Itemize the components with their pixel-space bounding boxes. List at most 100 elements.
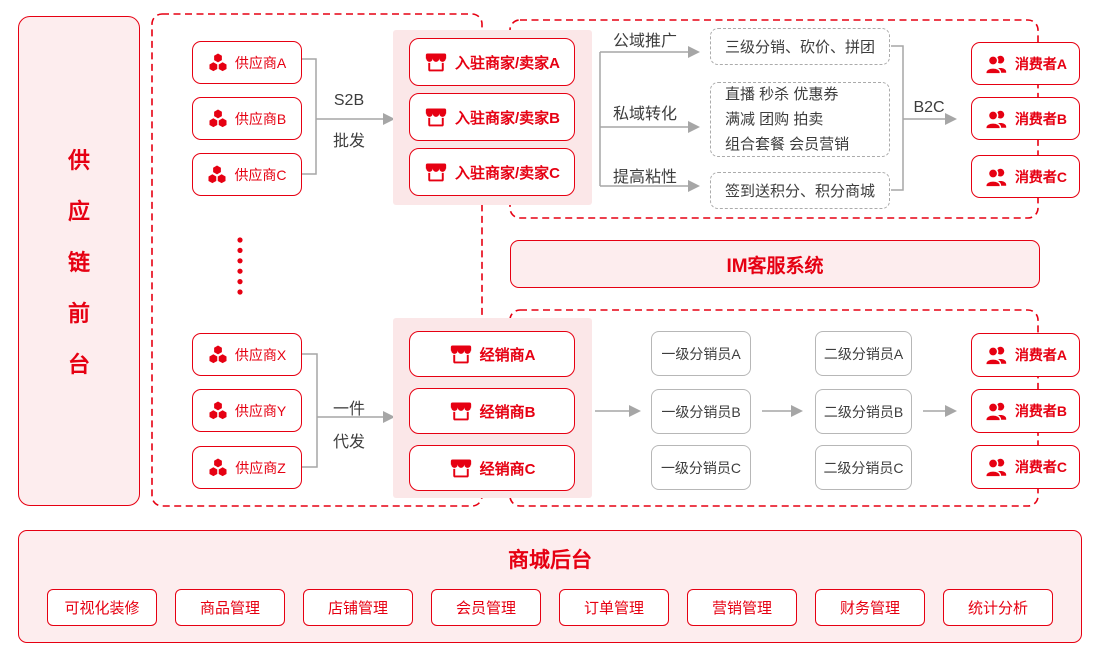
merchant-b-label: 入驻商家/卖家B <box>454 109 560 127</box>
marketing-tools-line3: 组合套餐 会员营销 <box>725 136 850 153</box>
consumer-c-node-bottom: 消费者C <box>971 445 1080 489</box>
supplier-y-node: 供应商Y <box>192 389 302 432</box>
vertical-char: 前 <box>67 301 90 326</box>
points-mall-label: 签到送积分、积分商城 <box>724 183 875 200</box>
level1-distributor-c-label: 一级分销员C <box>660 459 742 476</box>
users-icon <box>984 53 1008 75</box>
supplier-c-node: 供应商C <box>192 153 302 196</box>
private-domain-convert-label: 私域转化 <box>613 106 678 123</box>
mall-backend-title: 商城后台 <box>508 549 592 572</box>
dealer-b-node: 经销商B <box>409 388 575 434</box>
points-mall-box: 签到送积分、积分商城 <box>710 172 890 209</box>
level1-distributor-a-label: 一级分销员A <box>661 345 741 362</box>
users-icon <box>984 108 1008 130</box>
merchant-c-node: 入驻商家/卖家C <box>409 148 575 196</box>
level1-distributor-b-label: 一级分销员B <box>661 403 741 420</box>
users-icon <box>984 166 1008 188</box>
module-visual-decoration: 可视化装修 <box>47 589 157 626</box>
mall-backend-panel: 商城后台 可视化装修 商品管理 店铺管理 会员管理 订单管理 营销管理 财务管理… <box>18 530 1082 643</box>
storefront-icon <box>449 343 473 365</box>
im-customer-service-label: IM客服系统 <box>726 255 824 277</box>
supplier-boxes-icon <box>208 53 228 72</box>
supplier-z-label: 供应商Z <box>235 459 286 476</box>
marketing-tools-line2: 满减 团购 拍卖 <box>725 111 824 128</box>
level2-distributor-b-label: 二级分销员B <box>823 403 904 420</box>
supplier-y-label: 供应商Y <box>234 402 287 419</box>
consumer-b-label: 消费者B <box>1014 403 1068 419</box>
vertical-char: 供 <box>67 148 90 173</box>
supplier-x-node: 供应商X <box>192 333 302 376</box>
level2-distributor-c-node: 二级分销员C <box>815 445 912 490</box>
module-finance-management: 财务管理 <box>815 589 925 626</box>
consumer-a-node-top: 消费者A <box>971 42 1080 85</box>
dealer-c-label: 经销商C <box>479 460 536 478</box>
level2-distributor-c-label: 二级分销员C <box>823 459 904 476</box>
supplier-boxes-icon <box>207 165 227 184</box>
users-icon <box>984 400 1008 422</box>
supply-chain-frontend-panel: 供 应 链 前 台 <box>18 16 140 506</box>
supplier-boxes-icon <box>208 458 228 477</box>
dropship-label: 代发 <box>332 434 365 451</box>
level2-distributor-a-node: 二级分销员A <box>815 331 912 376</box>
module-product-management: 商品管理 <box>175 589 285 626</box>
supplier-b-label: 供应商B <box>234 110 287 127</box>
public-domain-promo-label: 公域推广 <box>613 33 678 50</box>
vertical-char: 应 <box>67 199 90 224</box>
one-piece-label: 一件 <box>332 401 365 418</box>
consumer-b-label: 消费者B <box>1014 110 1068 127</box>
level1-distributor-c-node: 一级分销员C <box>651 445 751 490</box>
dealer-b-label: 经销商B <box>479 403 536 421</box>
supplier-b-node: 供应商B <box>192 97 302 140</box>
b2c-label: B2C <box>913 99 945 116</box>
supplier-z-node: 供应商Z <box>192 446 302 489</box>
marketing-tools-box: 直播 秒杀 优惠券 满减 团购 拍卖 组合套餐 会员营销 <box>710 82 890 157</box>
im-customer-service-bar: IM客服系统 <box>510 240 1040 288</box>
dealer-a-label: 经销商A <box>479 346 536 364</box>
supplier-c-label: 供应商C <box>234 166 287 183</box>
dealer-a-node: 经销商A <box>409 331 575 377</box>
storefront-icon <box>449 457 473 479</box>
storefront-icon <box>449 400 473 422</box>
merchant-a-label: 入驻商家/卖家A <box>454 54 560 72</box>
dealer-c-node: 经销商C <box>409 445 575 491</box>
merchant-a-node: 入驻商家/卖家A <box>409 38 575 86</box>
supplier-boxes-icon <box>208 109 228 128</box>
merchant-b-node: 入驻商家/卖家B <box>409 93 575 141</box>
level1-distributor-b-node: 一级分销员B <box>651 389 751 434</box>
backend-modules-row: 可视化装修 商品管理 店铺管理 会员管理 订单管理 营销管理 财务管理 统计分析 <box>29 589 1071 626</box>
vertical-char: 链 <box>67 250 90 275</box>
module-marketing-management: 营销管理 <box>687 589 797 626</box>
supplier-boxes-icon <box>208 345 228 364</box>
improve-stickiness-label: 提高粘性 <box>613 169 678 186</box>
module-order-management: 订单管理 <box>559 589 669 626</box>
supplier-a-node: 供应商A <box>192 41 302 84</box>
distribution-bargain-group-label: 三级分销、砍价、拼团 <box>724 39 875 56</box>
merchant-c-label: 入驻商家/卖家C <box>454 164 560 182</box>
consumer-c-label: 消费者C <box>1014 459 1068 475</box>
storefront-icon <box>424 106 448 128</box>
consumer-c-node-top: 消费者C <box>971 155 1080 198</box>
consumer-b-node-bottom: 消费者B <box>971 389 1080 433</box>
consumer-c-label: 消费者C <box>1014 168 1068 185</box>
level1-distributor-a-node: 一级分销员A <box>651 331 751 376</box>
supplier-boxes-icon <box>208 401 228 420</box>
b2c-bracket-arrow <box>891 45 957 191</box>
storefront-icon <box>424 51 448 73</box>
consumer-a-label: 消费者A <box>1014 347 1068 363</box>
supplier-x-label: 供应商X <box>234 346 287 363</box>
marketing-tools-line1: 直播 秒杀 优惠券 <box>725 86 839 103</box>
storefront-icon <box>424 161 448 183</box>
vertical-char: 台 <box>67 352 90 377</box>
level2-distributor-b-node: 二级分销员B <box>815 389 912 434</box>
ellipsis-dots <box>237 237 243 295</box>
level2-distributor-a-label: 二级分销员A <box>823 345 904 362</box>
s2b-bracket-arrow <box>302 58 395 175</box>
consumer-b-node-top: 消费者B <box>971 97 1080 140</box>
module-shop-management: 店铺管理 <box>303 589 413 626</box>
module-member-management: 会员管理 <box>431 589 541 626</box>
users-icon <box>984 344 1008 366</box>
consumer-a-node-bottom: 消费者A <box>971 333 1080 377</box>
supplier-a-label: 供应商A <box>234 54 287 71</box>
users-icon <box>984 456 1008 478</box>
